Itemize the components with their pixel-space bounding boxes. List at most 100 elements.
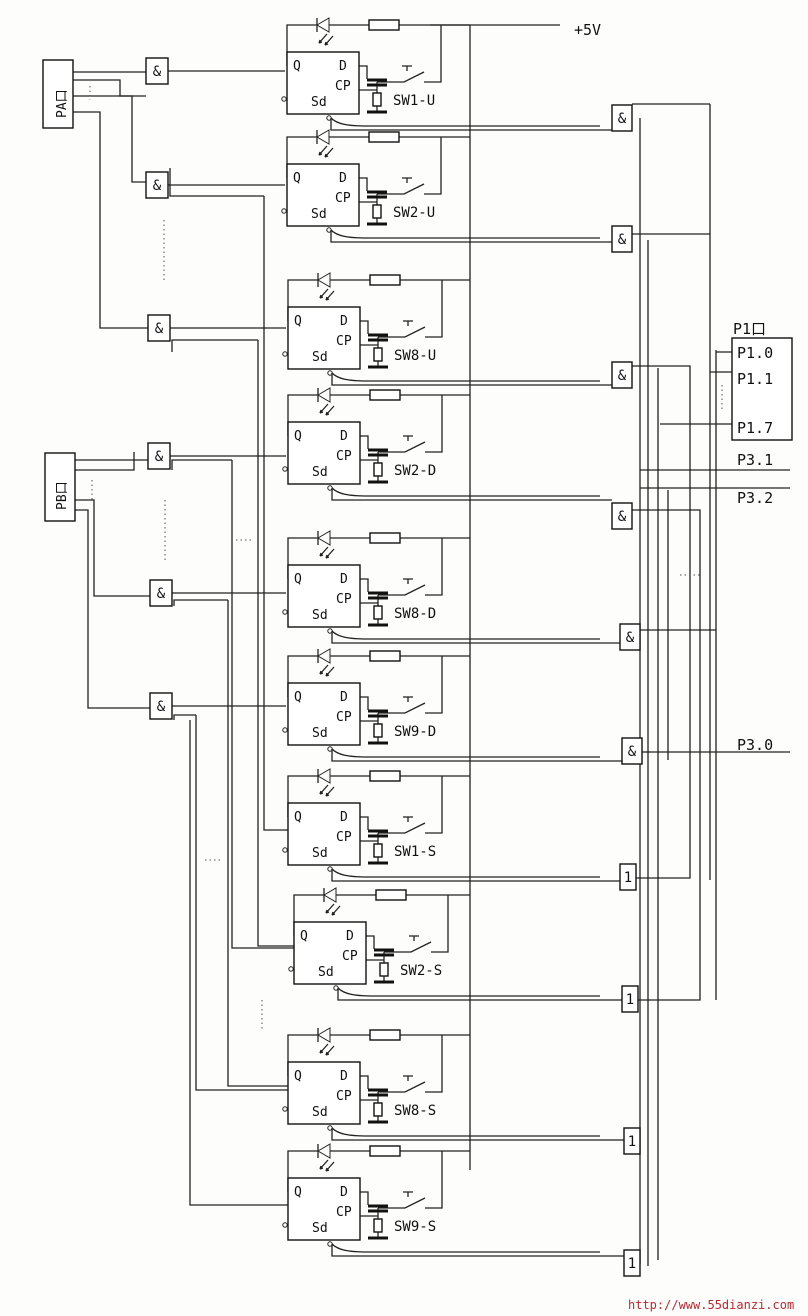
ff-to-output-gate: [330, 118, 612, 131]
output-and-gate-symbol: &: [618, 509, 627, 525]
pulldown-resistor-icon: [373, 1102, 383, 1117]
flipflop-q-label: Q: [300, 929, 308, 944]
switch-label: SW2-S: [400, 963, 442, 979]
bubble-left: [281, 96, 287, 102]
flipflop-cp-label: CP: [342, 949, 358, 964]
feeder-line: [263, 196, 288, 831]
bubble-bottom: [327, 485, 333, 491]
q-output-wire: [331, 630, 600, 640]
switch-to-supply: [425, 1151, 443, 1209]
flipflop-q-label: Q: [294, 1069, 302, 1084]
led-icon: [317, 1143, 331, 1159]
input-and-gate-symbol: &: [155, 449, 164, 465]
output-and-gate: &: [611, 502, 633, 530]
resistor-icon: [368, 131, 400, 143]
pb-to-gate2: [75, 499, 150, 597]
led-icon: [323, 887, 337, 903]
d-input: [360, 816, 369, 830]
input-and-gate-body: [147, 314, 171, 342]
flipflop-cp-label: CP: [336, 334, 352, 349]
output-and-gate-body: [611, 104, 633, 132]
feeder-tap-2: [171, 339, 258, 352]
flipflop-sd-label: Sd: [311, 95, 327, 110]
input-and-gate-body: [145, 171, 169, 199]
switch-icon: [403, 435, 413, 441]
feeder-line: [231, 460, 294, 949]
flipflop-sd-label: Sd: [318, 965, 334, 980]
input-and-gate-symbol: &: [153, 178, 162, 194]
output-or-gate-body: [623, 1127, 641, 1155]
q-output-wire: [330, 117, 600, 127]
bubble-bottom: [327, 370, 333, 376]
tie-4: [632, 509, 701, 1001]
switch-blade: [377, 183, 425, 195]
pulldown-resistor-icon: [373, 723, 383, 738]
ff-to-output-gate: [331, 1128, 624, 1141]
d-input: [360, 435, 369, 449]
q-output-wire: [331, 372, 600, 382]
output-and-gate-body: [621, 737, 643, 765]
pulldown-resistor-icon: [373, 347, 383, 362]
feeder-tap-3: [171, 459, 232, 470]
flipflop-box: [286, 163, 360, 227]
switch-icon: [403, 1191, 413, 1197]
flipflop-q-label: Q: [294, 690, 302, 705]
port-pa-box: [42, 59, 74, 129]
led-arrows: [318, 145, 334, 158]
port-p1-pin-0: P1.0: [737, 344, 773, 362]
switch-to-supply: [425, 656, 443, 714]
input-and-gate-body: [149, 579, 173, 607]
led-icon: [316, 17, 330, 33]
output-and-gate: &: [621, 737, 643, 765]
switch-label: SW1-U: [393, 93, 435, 109]
switch-to-supply: [425, 776, 443, 834]
switch-icon: [403, 816, 413, 822]
output-and-gate: &: [611, 225, 633, 253]
flipflop-q-label: Q: [294, 314, 302, 329]
flipflop-cp-label: CP: [336, 710, 352, 725]
resistor-icon: [369, 1145, 401, 1157]
switch-blade: [378, 822, 426, 834]
d-input: [360, 578, 369, 592]
output-or-gate: 1: [623, 1249, 641, 1277]
flipflop-q-label: Q: [294, 1185, 302, 1200]
pulldown-resistor-icon: [379, 962, 389, 977]
feeder-line: [257, 340, 294, 947]
output-and-gate: &: [611, 361, 633, 389]
port-p1-pin-7: P1.7: [737, 419, 773, 437]
pb-to-gate3: [75, 509, 150, 709]
d-input: [359, 65, 368, 79]
flipflop-q-label: Q: [294, 572, 302, 587]
switch-label: SW9-S: [394, 1219, 436, 1235]
input-and-gate-symbol: &: [153, 64, 162, 80]
supply-label: +5V: [574, 21, 601, 39]
flipflop-cp-label: CP: [336, 449, 352, 464]
flipflop-sd-label: Sd: [312, 465, 328, 480]
flipflop-box: [286, 51, 360, 115]
switch-label: SW2-D: [394, 463, 436, 479]
d-input: [359, 177, 368, 191]
resistor-icon: [369, 770, 401, 782]
bubble-left: [281, 208, 287, 214]
ff-to-output-gate: [331, 1244, 624, 1257]
pulldown-resistor-icon: [373, 462, 383, 477]
port-pb-label: PB口: [55, 481, 70, 510]
switch-label: SW1-S: [394, 844, 436, 860]
port-p3-pin-1: P3.1: [737, 451, 773, 469]
flipflop-box: [287, 802, 361, 866]
ff-to-output-gate: [331, 488, 612, 501]
switch-to-supply: [425, 538, 443, 596]
output-and-gate-body: [611, 225, 633, 253]
switch-to-supply: [424, 25, 442, 83]
feeder-line: [227, 600, 288, 1087]
flipflop-sd-label: Sd: [312, 1221, 328, 1236]
switch-blade: [378, 1081, 426, 1093]
output-and-gate-symbol: &: [628, 744, 637, 760]
pb-to-gate1: [75, 452, 148, 471]
flipflop-q-label: Q: [293, 59, 301, 74]
ff-to-output-gate: [331, 749, 622, 762]
